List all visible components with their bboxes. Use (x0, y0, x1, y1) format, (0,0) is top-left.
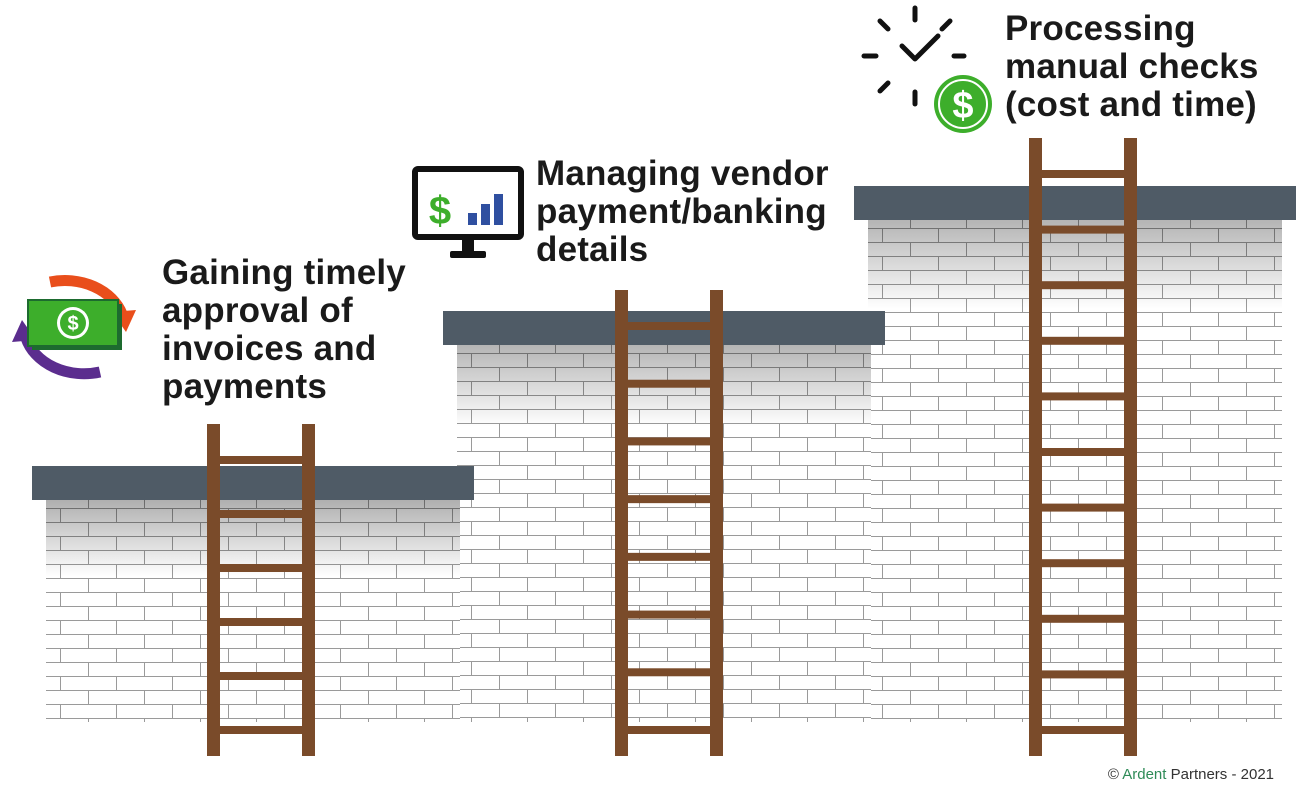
brand-name: Ardent (1122, 766, 1167, 783)
ladder-stage-2 (615, 290, 723, 756)
ladder-rail-right (710, 290, 723, 756)
ladder-rung (621, 726, 717, 734)
copyright-symbol: © (1107, 766, 1119, 783)
stage-3-label: Processing manual checks (cost and time) (1005, 10, 1259, 124)
ladder-rung (1035, 559, 1131, 568)
stage-3-label-line: Processing (1005, 9, 1196, 48)
ladder-rail-right (302, 424, 315, 756)
ladder-rail-left (207, 424, 220, 756)
ladder-rung (1035, 503, 1131, 512)
ladder-stage-1 (207, 424, 315, 756)
ladder-rung (213, 456, 309, 464)
ladder-rung (213, 510, 309, 518)
stage-2-label: Managing vendor payment/banking details (536, 155, 829, 269)
ladder-rung (1035, 336, 1131, 345)
stage-3-label-line: manual checks (1005, 47, 1259, 86)
monitor-chart-icon: $ (412, 166, 524, 264)
stage-1-label-line: approval of (162, 291, 353, 330)
ladder-rung (1035, 170, 1131, 178)
ladder-rail-left (1029, 138, 1042, 756)
ladder-rail-left (615, 290, 628, 756)
wall-stage-1 (32, 466, 474, 722)
ladder-rung (213, 672, 309, 680)
clock-dollar-icon: $ (860, 4, 996, 136)
money-exchange-icon: $ (4, 274, 146, 380)
ladder-rung (1035, 726, 1131, 734)
ladder-rung (213, 726, 309, 734)
svg-text:$: $ (67, 313, 78, 335)
ladder-rung (1035, 670, 1131, 679)
ladder-rung (621, 437, 717, 446)
ladder-rung (1035, 448, 1131, 456)
svg-text:$: $ (429, 189, 451, 233)
wall-cap (854, 186, 1296, 220)
wall-stage-2 (443, 311, 885, 722)
ladder-rung (213, 564, 309, 572)
ladder-rung (1035, 225, 1131, 234)
copyright-notice: © Ardent Partners - 2021 (1108, 766, 1274, 783)
ladder-rung (621, 379, 717, 388)
stage-3-label-line: (cost and time) (1005, 85, 1257, 124)
stage-1-label: Gaining timely approval of invoices and … (162, 254, 406, 406)
ladder-rung (621, 322, 717, 330)
stage-1-label-line: payments (162, 367, 327, 406)
ladder-rung (621, 495, 717, 504)
svg-text:$: $ (952, 85, 973, 127)
ladder-rung (1035, 392, 1131, 401)
stage-2-label-line: details (536, 230, 649, 269)
ladder-rung (621, 668, 717, 677)
ladder-stage-3 (1029, 138, 1137, 756)
ladder-rung (621, 610, 717, 619)
stage-2-label-line: Managing vendor (536, 154, 829, 193)
ladder-rung (1035, 614, 1131, 623)
wall-stage-3 (854, 186, 1296, 722)
ladder-rung (1035, 281, 1131, 290)
stage-1-label-line: Gaining timely (162, 253, 406, 292)
ladder-rail-right (1124, 138, 1137, 756)
ladder-rung (621, 552, 717, 561)
copyright-rest: Partners - 2021 (1170, 766, 1274, 783)
stage-2-label-line: payment/banking (536, 192, 827, 231)
ladder-rung (213, 618, 309, 626)
stage-1-label-line: invoices and (162, 329, 377, 368)
